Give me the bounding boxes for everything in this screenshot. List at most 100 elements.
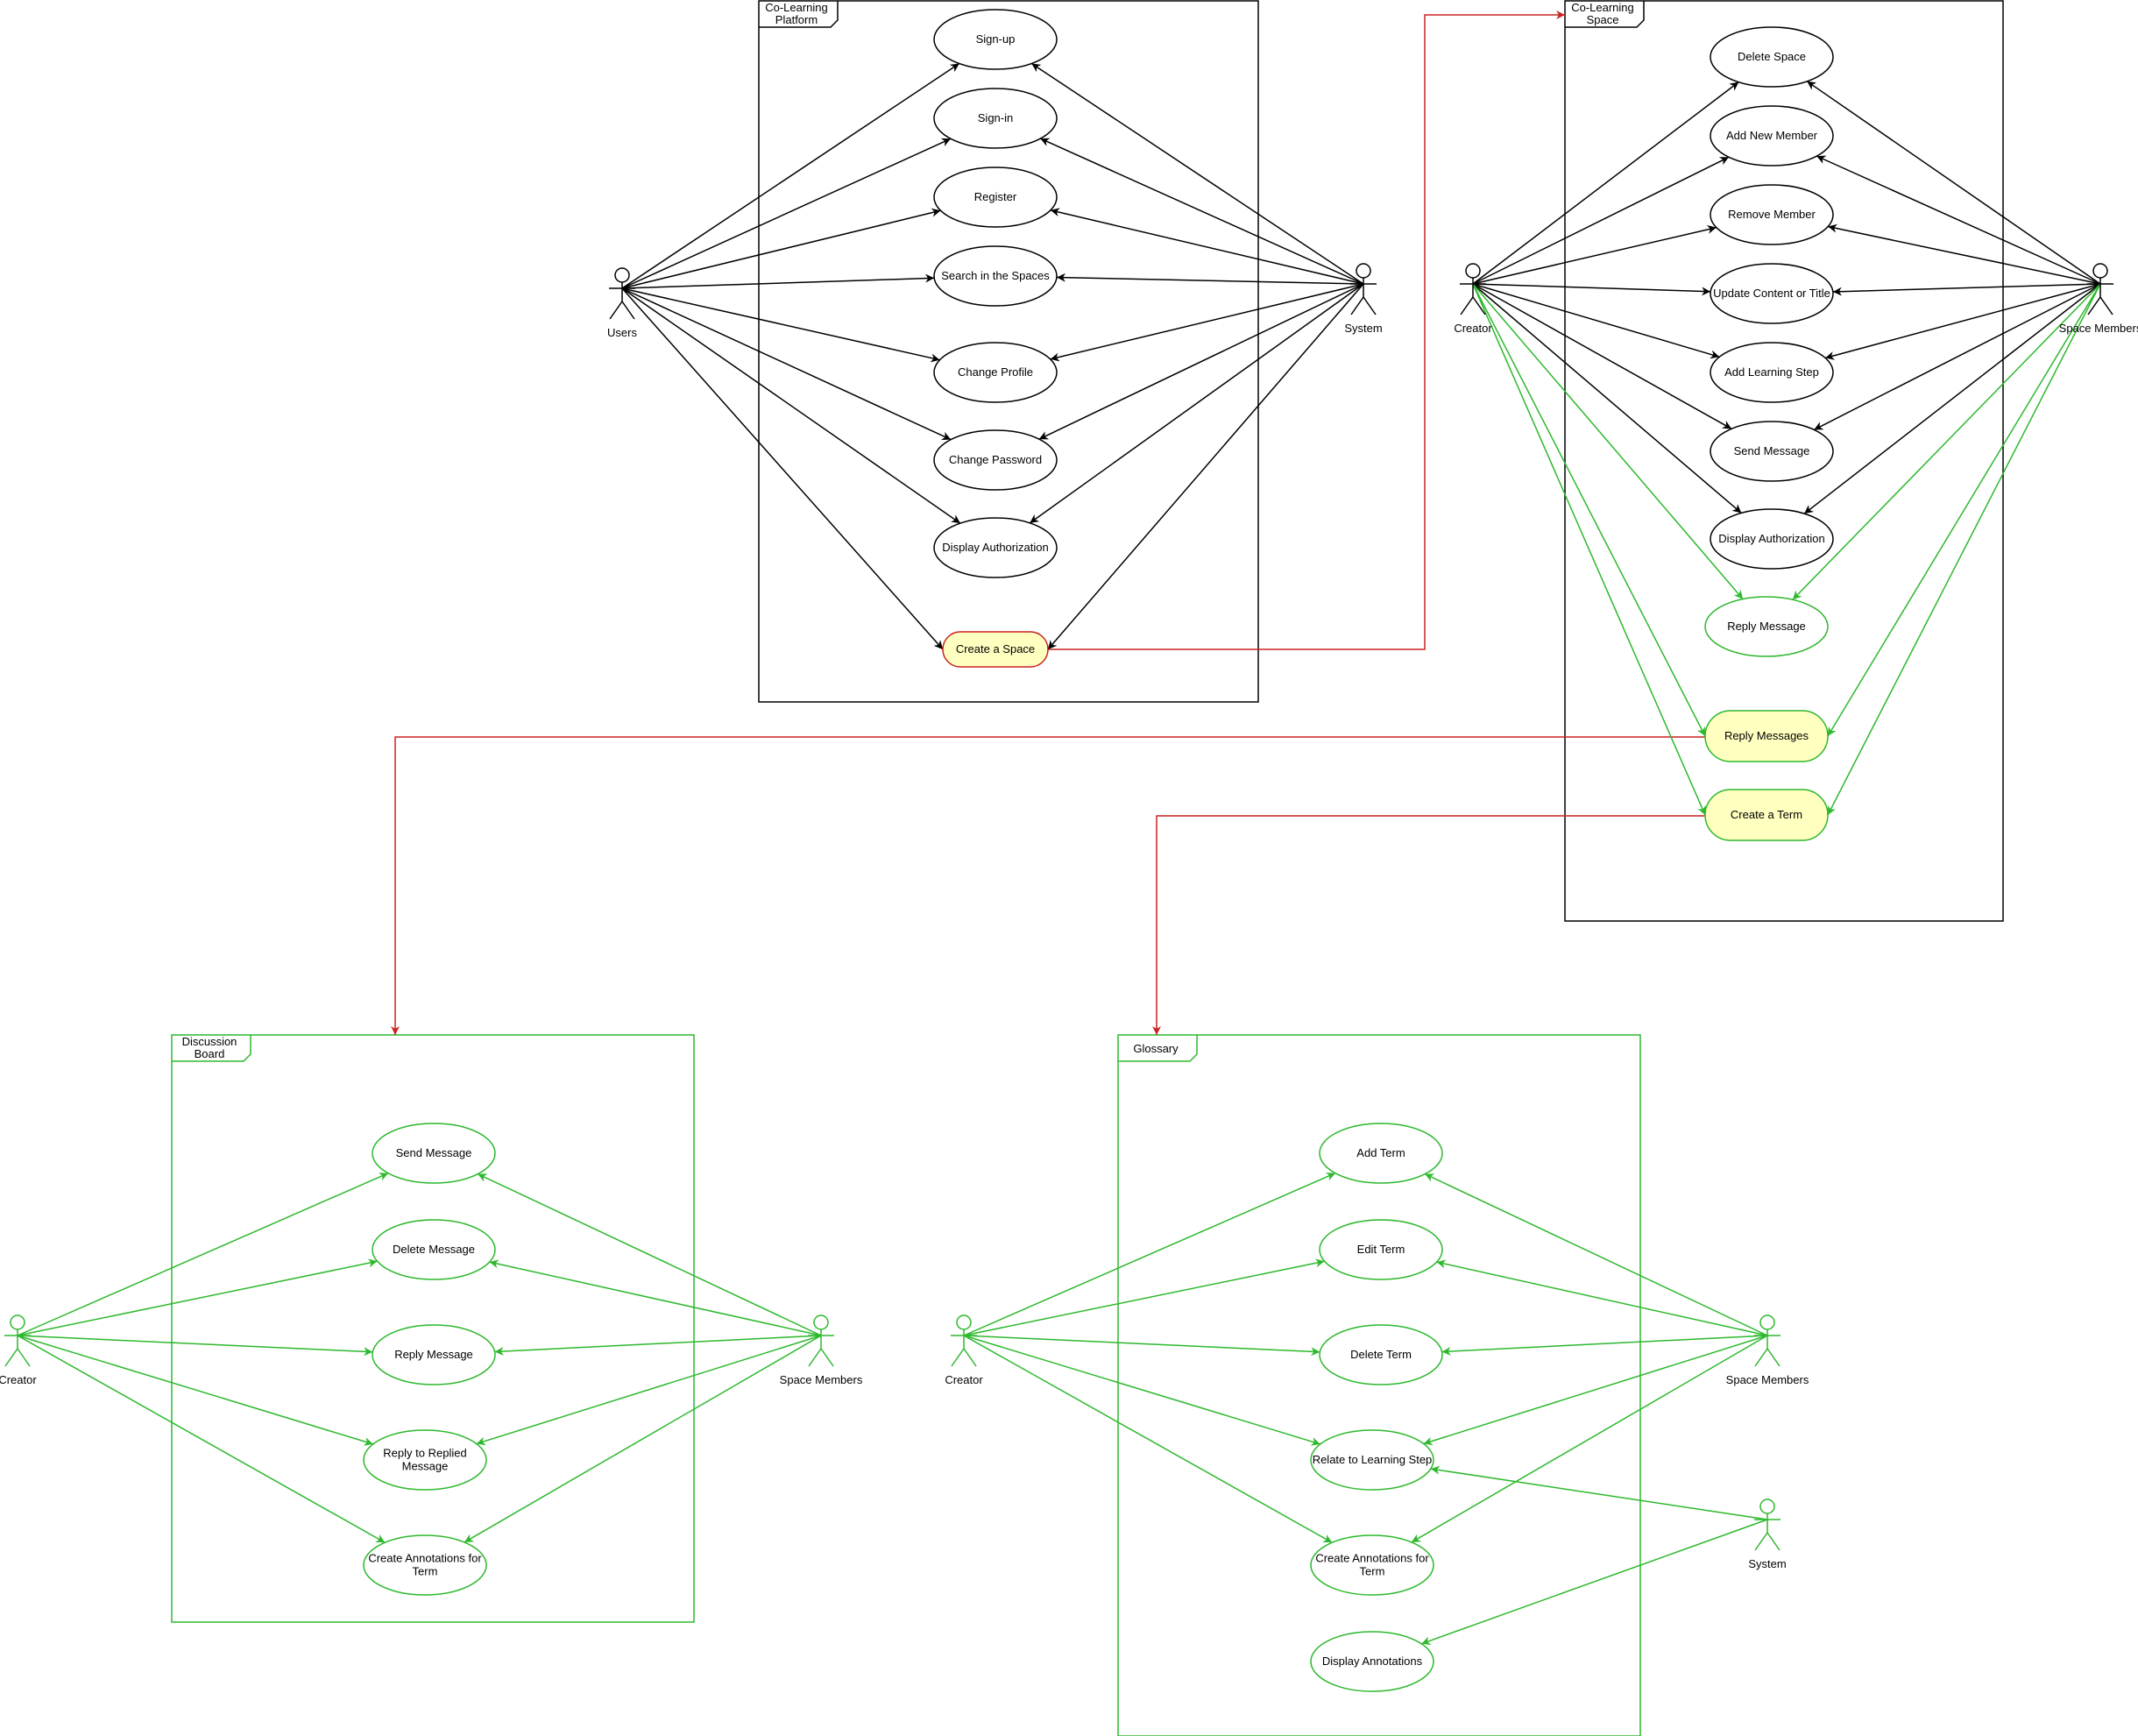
association-line (1803, 283, 2101, 514)
actor-label: System (1344, 322, 1382, 335)
usecase-send_message2 (372, 1123, 496, 1184)
association-line (1472, 283, 1711, 296)
usecase-label: Change Profile (958, 365, 1033, 379)
usecase-label: Sign-in (978, 111, 1013, 124)
usecase-reply_replied (363, 1429, 487, 1491)
actor-label: Space Members (780, 1373, 863, 1386)
association-line (1827, 283, 2101, 737)
association-line (621, 287, 961, 524)
usecase-signin (933, 88, 1058, 149)
association-line (1411, 1335, 1768, 1543)
usecase-label: Reply Message (394, 1348, 473, 1361)
usecase-label: Create a Term (1731, 808, 1802, 821)
actor-members2-icon (808, 1314, 834, 1367)
association-line (1813, 283, 2101, 431)
usecase-label: Add Learning Step (1724, 365, 1819, 379)
association-line (963, 1258, 1325, 1336)
usecase-label: Reply Messages (1724, 729, 1809, 742)
usecase-label: Add New Member (1726, 129, 1818, 142)
usecase-label: Sign-up (976, 32, 1016, 46)
flow-connector (1152, 815, 1705, 1035)
association-line (1056, 273, 1364, 285)
usecase-search (933, 245, 1058, 307)
usecase-label: Update Content or Title (1713, 287, 1830, 300)
frame-space (1564, 0, 2004, 922)
association-line (17, 1258, 378, 1336)
association-line (621, 287, 944, 650)
usecase-update_content (1710, 263, 1834, 324)
usecase-remove_member (1710, 184, 1834, 245)
actor-creator2-icon (4, 1314, 31, 1367)
association-line (1472, 283, 1720, 359)
usecase-change_profile (933, 342, 1058, 403)
usecase-display_auth1 (933, 517, 1058, 578)
association-line (1827, 283, 2101, 816)
usecase-reply_messages (1704, 710, 1829, 762)
usecase-display_annot (1310, 1631, 1434, 1692)
association-line (1430, 1465, 1768, 1520)
association-line (1040, 138, 1364, 285)
usecase-send_message1 (1710, 421, 1834, 482)
usecase-label: Change Password (949, 453, 1042, 466)
usecase-create_space (942, 631, 1049, 668)
association-line (1472, 283, 1706, 737)
usecase-display_auth2 (1710, 508, 1834, 570)
usecase-create_annot2 (1310, 1534, 1434, 1596)
flow-connector (391, 736, 1705, 1035)
association-line (1047, 283, 1364, 650)
association-line (1472, 156, 1730, 285)
association-line (17, 1335, 373, 1357)
usecase-label: Display Authorization (1718, 532, 1824, 545)
association-line (477, 1173, 822, 1336)
actor-label: Space Members (1726, 1373, 1809, 1386)
actor-system1-icon (1350, 263, 1377, 315)
usecase-delete_space (1710, 26, 1834, 88)
usecase-label: Remove Member (1728, 208, 1816, 221)
actor-members1-icon (2087, 263, 2113, 315)
usecase-label: Relate to Learning Step (1313, 1453, 1433, 1466)
association-line (1472, 225, 1717, 285)
frame-title: Glossary (1133, 1042, 1179, 1055)
association-line (621, 208, 941, 289)
usecase-register (933, 167, 1058, 228)
association-line (1436, 1259, 1768, 1336)
actor-creator1-icon (1460, 263, 1486, 315)
actor-members3-icon (1754, 1314, 1780, 1367)
association-line (489, 1259, 822, 1336)
association-line (963, 1173, 1336, 1336)
association-line (464, 1335, 822, 1543)
frame-discussion (171, 1034, 695, 1623)
association-line (1050, 283, 1364, 362)
usecase-label: Delete Message (393, 1243, 475, 1256)
association-line (1441, 1335, 1768, 1357)
usecase-label: Send Message (1734, 444, 1810, 457)
association-line (494, 1335, 822, 1357)
usecase-label: Display Annotations (1322, 1655, 1423, 1668)
usecase-label: Reply Message (1727, 620, 1806, 633)
association-line (1792, 283, 2101, 600)
usecase-label: Display Authorization (942, 541, 1048, 554)
actor-label: Creator (0, 1373, 37, 1386)
usecase-add_step (1710, 342, 1834, 403)
association-line (1472, 283, 1732, 429)
usecase-create_annot1 (363, 1534, 487, 1596)
actor-users-icon (609, 267, 635, 320)
usecase-reply_message2 (372, 1324, 496, 1385)
actor-label: Space Members (2059, 322, 2138, 335)
association-line (1472, 283, 1706, 816)
association-line (1816, 155, 2101, 285)
usecase-label: Send Message (396, 1146, 472, 1159)
usecase-label: Edit Term (1357, 1243, 1405, 1256)
association-line (1029, 283, 1364, 524)
actor-label: Creator (1454, 322, 1492, 335)
association-line (17, 1173, 389, 1336)
usecase-label: Create a Space (956, 642, 1035, 655)
usecase-label: Search in the Spaces (941, 269, 1050, 282)
association-line (1832, 283, 2101, 296)
usecase-add_term (1319, 1123, 1443, 1184)
